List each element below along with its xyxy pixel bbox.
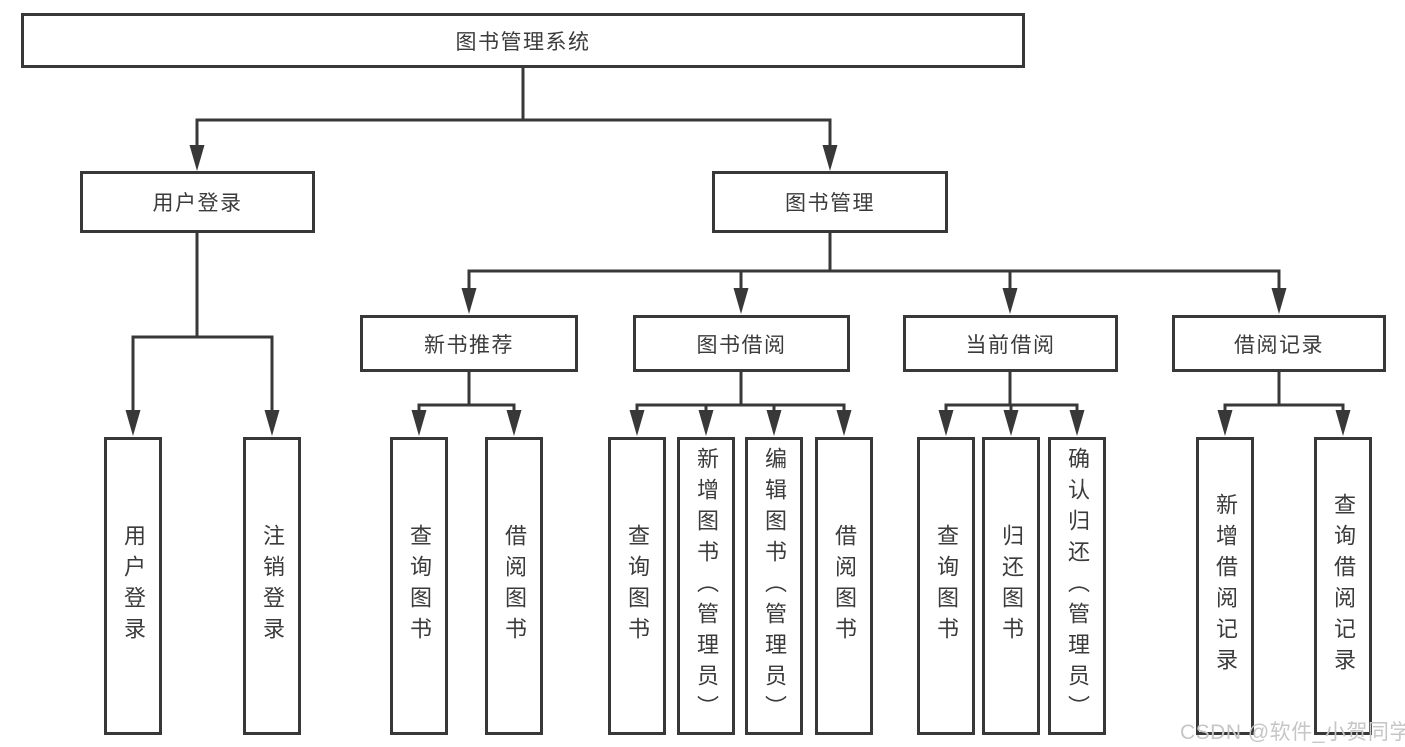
leaf-label: 新增图书（管理员） xyxy=(694,446,719,726)
leaf-label: 用户登录 xyxy=(121,524,146,648)
leaf-label: 借阅图书 xyxy=(832,524,857,648)
connector-current-borrowing xyxy=(938,370,1085,436)
leaf-label: 查询借阅记录 xyxy=(1331,493,1356,679)
leaf-borrowing-edit-books-admin: 编辑图书（管理员） xyxy=(745,437,803,735)
leaf-borrowing-search-books: 查询图书 xyxy=(608,437,666,735)
leaf-current-search-books: 查询图书 xyxy=(917,437,975,735)
leaf-label: 查询图书 xyxy=(625,524,650,648)
connector-management xyxy=(461,231,1287,314)
node-new-book-recommendation: 新书推荐 xyxy=(360,315,578,372)
node-root-system: 图书管理系统 xyxy=(21,13,1025,68)
leaf-records-add-record: 新增借阅记录 xyxy=(1196,437,1254,735)
node-label: 用户登录 xyxy=(152,192,243,215)
leaf-logout-login: 注销登录 xyxy=(243,437,301,735)
leaf-newbooks-search-books: 查询图书 xyxy=(390,437,448,735)
leaf-label: 确认归还（管理员） xyxy=(1065,446,1090,726)
leaf-label: 查询图书 xyxy=(407,524,432,648)
node-borrowing-records: 借阅记录 xyxy=(1172,315,1386,372)
node-book-management-branch: 图书管理 xyxy=(712,171,948,233)
leaf-label: 编辑图书（管理员） xyxy=(762,446,787,726)
leaf-borrowing-borrow-books: 借阅图书 xyxy=(815,437,873,735)
connector-login xyxy=(125,231,280,436)
leaf-records-search-record: 查询借阅记录 xyxy=(1314,437,1372,735)
node-label: 图书借阅 xyxy=(696,333,787,357)
leaf-label: 借阅图书 xyxy=(502,524,527,648)
leaf-label: 新增借阅记录 xyxy=(1213,493,1238,679)
node-root-label: 图书管理系统 xyxy=(455,30,591,54)
leaf-label: 查询图书 xyxy=(934,524,959,648)
node-label: 借阅记录 xyxy=(1234,333,1324,357)
node-label: 当前借阅 xyxy=(965,333,1056,357)
connector-root xyxy=(189,66,838,171)
connector-book-borrowing xyxy=(629,370,852,436)
leaf-current-return-books: 归还图书 xyxy=(982,437,1040,735)
leaf-label: 注销登录 xyxy=(260,524,285,648)
connector-new-books xyxy=(411,370,522,436)
leaf-label: 归还图书 xyxy=(999,524,1024,648)
leaf-user-login: 用户登录 xyxy=(104,437,162,735)
connector-borrow-records xyxy=(1217,370,1351,436)
node-current-borrowing: 当前借阅 xyxy=(903,315,1118,372)
node-user-login-branch: 用户登录 xyxy=(80,171,315,233)
node-label: 图书管理 xyxy=(785,192,875,215)
node-book-borrowing: 图书借阅 xyxy=(633,315,850,372)
leaf-borrowing-add-books-admin: 新增图书（管理员） xyxy=(677,437,735,735)
leaf-current-confirm-return-admin: 确认归还（管理员） xyxy=(1048,437,1106,735)
csdn-watermark: CSDN @软件_小贺同学 xyxy=(1180,721,1405,744)
leaf-newbooks-borrow-books: 借阅图书 xyxy=(485,437,543,735)
node-label: 新书推荐 xyxy=(424,333,514,357)
